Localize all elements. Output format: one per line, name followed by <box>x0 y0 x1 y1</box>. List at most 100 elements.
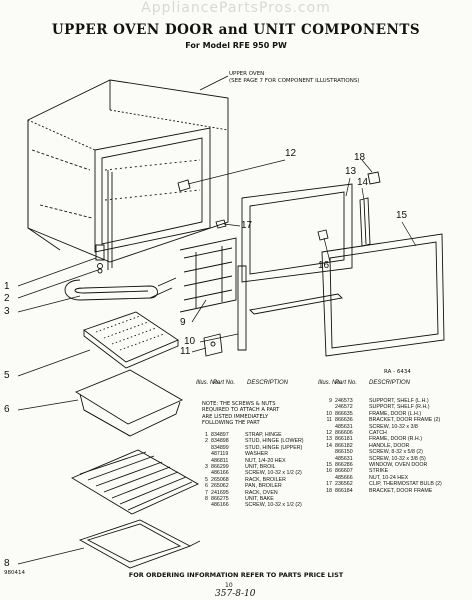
door-handle <box>359 197 371 247</box>
part-description: SCREW, 8-32 x 5/8 (2) <box>369 449 423 456</box>
illus-number <box>194 502 211 508</box>
part-number: 485631 <box>335 455 353 462</box>
callout-12: 12 <box>285 148 297 159</box>
part-number: 486166 <box>211 470 229 477</box>
illus-number: 10 <box>326 410 332 417</box>
part-number: 485631 <box>335 423 353 430</box>
callout-10: 10 <box>184 336 196 347</box>
part-description: STRIKE <box>369 468 389 475</box>
part-description: WINDOW, OVEN DOOR <box>369 462 428 469</box>
part-description: SUPPORT, SHELF (R.H.) <box>369 404 430 411</box>
table-header-right: Illus. No. Part No. DESCRIPTION <box>318 380 411 386</box>
callout-18: 18 <box>354 152 366 163</box>
part-description: BRACKET, DOOR FRAME (2) <box>369 417 441 424</box>
part-description: RACK, OVEN <box>245 489 278 496</box>
callout-14: 14 <box>357 177 369 188</box>
part-number: 486166 <box>211 502 229 509</box>
illus-number: 1 <box>205 432 208 438</box>
part-description: SCREW, 10-32 x 3/8 <box>369 423 418 430</box>
door-frame-bracket <box>203 333 223 357</box>
broiler-pan <box>75 369 183 437</box>
model-subtitle: For Model RFE 950 PW <box>185 41 287 50</box>
part-description: UNIT, BAKE <box>245 496 274 503</box>
part-description: FRAME, DOOR (L.H.) <box>369 410 422 417</box>
part-description: CLIP, THERMOSTAT BULB (2) <box>369 481 442 488</box>
broil-unit <box>64 277 177 301</box>
part-number: 265068 <box>211 476 229 483</box>
page-number: 10 <box>225 582 233 589</box>
part-number: 265062 <box>211 483 229 490</box>
diagram-reference: RA - 6434 <box>384 369 411 375</box>
parts-table-left: Illus. No. Part No. DESCRIPTION <box>196 380 316 387</box>
handwritten-note: 357-8-10 <box>215 589 256 599</box>
illus-number: 12 <box>326 430 332 437</box>
callout-8: 8 <box>4 558 10 569</box>
door-catch <box>177 179 191 192</box>
callout-5: 5 <box>4 370 10 381</box>
part-number: 866181 <box>335 436 353 443</box>
part-description: SCREW, 10-32 x 1/2 (2) <box>245 470 302 477</box>
callout-9: 9 <box>180 317 186 328</box>
part-description: NUT, 1/4-20 HEX <box>245 457 286 464</box>
upper-oven-label: UPPER OVEN (SEE PAGE 7 FOR COMPONENT ILL… <box>229 71 360 84</box>
callout-11: 11 <box>180 346 191 357</box>
callout-3: 3 <box>4 306 10 317</box>
parts-row: 486166 SCREW, 10-32 x 1/2 (2) <box>194 470 316 476</box>
parts-row: 485631 SCREW, 10-32 x 3/8 (5) <box>318 456 468 462</box>
part-description: STUD, HINGE (LOWER) <box>245 438 304 445</box>
parts-table-right: Illus. No. Part No. DESCRIPTION <box>318 380 468 387</box>
thermostat-bulb-clip <box>215 219 227 229</box>
part-description: CATCH <box>369 430 387 437</box>
screws-note: NOTE: THE SCREWS & NUTS REQUIRED TO ATTA… <box>202 401 280 427</box>
part-number: 866635 <box>335 410 353 417</box>
parts-row: 486811 NUT, 1/4-20 HEX <box>194 458 316 464</box>
part-number: 866184 <box>335 487 353 494</box>
part-number: 246572 <box>335 404 353 411</box>
part-number: 866606 <box>335 430 353 437</box>
illus-number: 2 <box>205 438 208 445</box>
illus-number: 18 <box>326 487 332 494</box>
part-number: 866150 <box>335 449 353 456</box>
callout-1: 1 <box>4 281 10 292</box>
bake-unit <box>78 519 201 569</box>
parts-row: 866150 SCREW, 8-32 x 5/8 (2) <box>318 449 468 455</box>
door-frame-bracket-18 <box>367 171 381 185</box>
part-number: 866607 <box>335 468 353 475</box>
part-description: RACK, BROILER <box>245 476 286 483</box>
ordering-footer: FOR ORDERING INFORMATION REFER TO PARTS … <box>128 571 344 579</box>
part-description: SCREW, 10-32 x 3/8 (5) <box>369 455 426 462</box>
page-code: 980414 <box>4 570 25 576</box>
parts-row: 246572 SUPPORT, SHELF (R.H.) <box>318 404 468 410</box>
callout-13: 13 <box>345 166 357 177</box>
part-description: STRAP, HINGE <box>245 432 282 438</box>
part-number: 866275 <box>211 496 229 503</box>
parts-row: 485631 SCREW, 10-32 x 3/8 <box>318 424 468 430</box>
leader-lines <box>17 159 417 565</box>
illus-number: 8 <box>205 496 208 503</box>
part-number: 866286 <box>335 462 353 469</box>
illus-number: 11 <box>326 417 333 424</box>
door-frame-rh <box>241 183 353 283</box>
part-description: BRACKET, DOOR FRAME <box>369 487 433 494</box>
illus-number: 14 <box>326 442 332 449</box>
part-number: 486811 <box>211 457 229 464</box>
part-description: FRAME, DOOR (R.H.) <box>369 436 422 443</box>
part-number: 834897 <box>211 432 229 438</box>
watermark: AppliancePartsPros.com <box>141 0 331 16</box>
